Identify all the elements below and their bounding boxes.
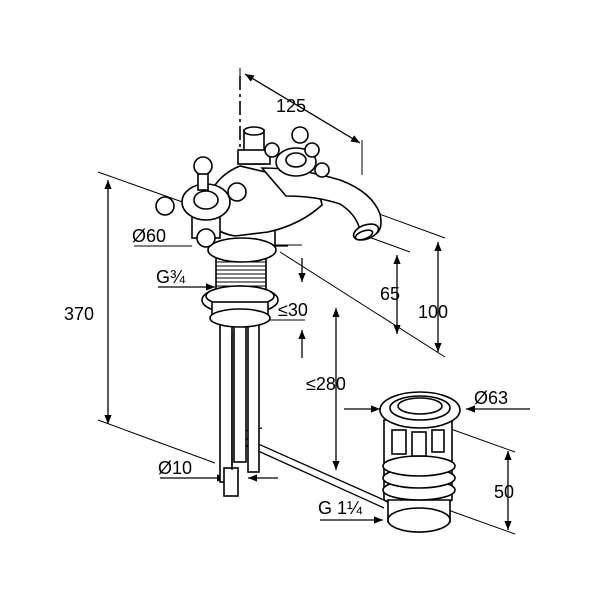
dim-125-label: 125 — [276, 96, 306, 116]
faucet-body — [155, 126, 382, 263]
supply-pipes — [219, 311, 260, 497]
dim-thread-g114-label: G 1¼ — [318, 498, 363, 518]
dim-thread-g34-label: G¾ — [156, 267, 186, 287]
dim-diameter-10-label: Ø10 — [158, 458, 192, 478]
dim-280-label: ≤280 — [306, 374, 346, 394]
dim-370-label: 370 — [64, 304, 94, 324]
dim-diameter-60-label: Ø60 — [132, 226, 166, 246]
popup-waste — [379, 391, 461, 533]
threaded-shank — [201, 257, 279, 328]
dim-counter-30-label: ≤30 — [278, 300, 308, 320]
right-handle — [264, 126, 330, 178]
dim-diameter-63-label: Ø63 — [474, 388, 508, 408]
dim-100-label: 100 — [418, 302, 448, 322]
dim-65-label: 65 — [380, 284, 400, 304]
dim-50-label: 50 — [494, 482, 514, 502]
left-handle — [155, 156, 247, 248]
